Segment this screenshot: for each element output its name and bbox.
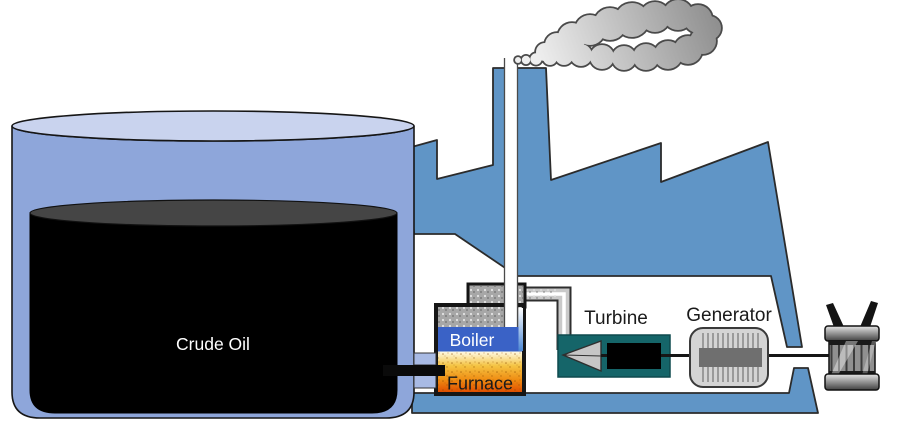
oil-pipe <box>383 365 445 376</box>
tank-rim <box>11 110 415 142</box>
machine-bottom-flange <box>824 373 880 391</box>
oil-feed-pipe <box>383 352 445 389</box>
oil-body <box>29 212 398 414</box>
machine-top-flange <box>824 325 880 342</box>
generator-label: Generator <box>686 305 772 326</box>
chimney-flue <box>503 55 523 351</box>
electric-machine <box>824 301 880 391</box>
pipe-sleeve-bottom <box>413 374 437 389</box>
furnace-label: Furnace <box>447 374 513 394</box>
pipe-sleeve-top <box>413 352 437 366</box>
smoke-cloud <box>513 0 723 72</box>
water-gauge <box>518 308 523 351</box>
crude-oil-tank: Crude Oil <box>11 110 415 419</box>
turbine-rotor-block <box>607 343 661 369</box>
machine-body <box>828 340 876 376</box>
generator-rotor <box>699 348 762 367</box>
turbine-label: Turbine <box>584 308 648 329</box>
generator: Generator <box>686 305 772 388</box>
oil-surface <box>29 199 398 227</box>
machine-gloss <box>831 341 858 375</box>
terminal-horn-right <box>860 301 878 330</box>
crude-oil-label: Crude Oil <box>176 334 250 354</box>
terminal-horn-left <box>826 303 844 330</box>
boiler-casing <box>434 303 526 396</box>
boiler-band <box>438 327 522 352</box>
boiler-label: Boiler <box>450 330 495 350</box>
factory-floor <box>411 367 819 414</box>
